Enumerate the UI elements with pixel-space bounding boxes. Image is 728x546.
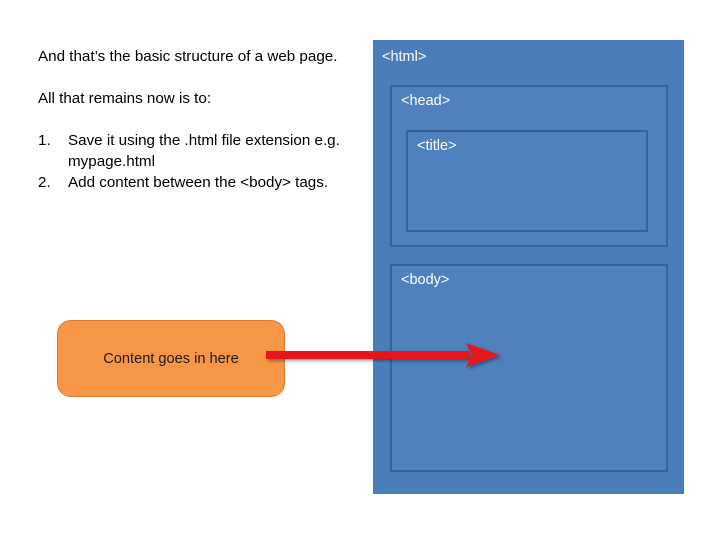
- steps-list: 1. Save it using the .html file extensio…: [38, 130, 350, 193]
- paragraph-intro: And that’s the basic structure of a web …: [38, 48, 338, 65]
- list-spacer: [38, 109, 350, 130]
- content-callout-label: Content goes in here: [103, 350, 239, 367]
- list-item-label: Add content between the <body> tags.: [68, 174, 329, 191]
- list-item: 1. Save it using the .html file extensio…: [38, 130, 350, 172]
- html-element-box: <html> <head> <title> <body>: [373, 40, 684, 494]
- content-callout-box: Content goes in here: [57, 320, 285, 397]
- body-element-box: <body>: [390, 264, 668, 472]
- list-item: 2. Add content between the <body> tags.: [38, 172, 350, 193]
- title-element-box: <title>: [406, 130, 648, 232]
- paragraph-remains: All that remains now is to:: [38, 90, 212, 107]
- list-marker: 2.: [38, 174, 51, 191]
- paragraph-spacer: [38, 67, 350, 88]
- text-column: And that’s the basic structure of a web …: [38, 46, 350, 193]
- html-tag-label: <html>: [382, 49, 427, 65]
- list-marker: 1.: [38, 132, 51, 149]
- head-tag-label: <head>: [401, 93, 451, 109]
- title-tag-label: <title>: [417, 138, 457, 154]
- list-item-label: Save it using the .html file extension e…: [68, 132, 340, 170]
- head-element-box: <head> <title>: [390, 85, 668, 247]
- body-tag-label: <body>: [401, 272, 450, 288]
